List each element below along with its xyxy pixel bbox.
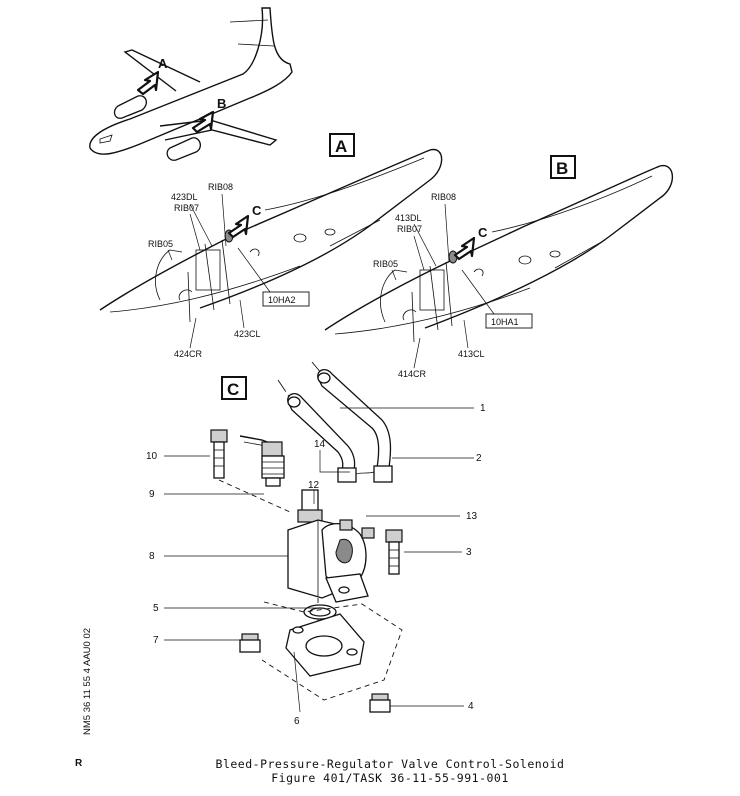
item-8-label: 8 xyxy=(149,551,155,562)
view-c-box: C xyxy=(221,376,247,400)
aircraft-arrow-a: A xyxy=(136,56,168,96)
figure-title: Bleed-Pressure-Regulator Valve Control-S… xyxy=(215,757,565,771)
nut-item-7 xyxy=(239,633,261,653)
view-a-arrow-c: C xyxy=(227,203,262,239)
item-12-label: 12 xyxy=(308,480,320,491)
svg-text:RIB08: RIB08 xyxy=(431,192,456,202)
svg-text:RIB05: RIB05 xyxy=(148,239,173,249)
svg-text:RIB07: RIB07 xyxy=(174,203,199,213)
aircraft-arrow-b: B xyxy=(191,96,226,134)
item-numbers: 1 2 3 4 5 6 7 8 9 10 12 13 14 xyxy=(146,403,486,727)
svg-text:C: C xyxy=(478,225,488,240)
item-1-label: 1 xyxy=(480,403,486,414)
side-reference-code: NM5 36 11 55 4 AAU0 02 xyxy=(82,627,93,735)
pipe-assembly xyxy=(277,361,393,483)
view-b-labels: RIB08 413DL RIB07 RIB05 414CR 413CL 10HA… xyxy=(373,192,533,379)
view-b-wing xyxy=(324,165,674,343)
bolt-item-10 xyxy=(210,429,291,513)
solenoid-valve xyxy=(287,489,375,603)
svg-text:423CL: 423CL xyxy=(234,329,261,339)
item-5-label: 5 xyxy=(153,603,159,614)
aircraft-drawing xyxy=(89,7,293,161)
svg-text:413CL: 413CL xyxy=(458,349,485,359)
figure-number: Figure 401/TASK 36-11-55-991-001 xyxy=(271,771,509,785)
item-10-label: 10 xyxy=(146,451,158,462)
svg-text:RIB08: RIB08 xyxy=(208,182,233,192)
svg-text:423DL: 423DL xyxy=(171,192,198,202)
svg-text:C: C xyxy=(252,203,262,218)
item-14-label: 14 xyxy=(314,439,326,450)
view-b-arrow-c: C xyxy=(453,225,488,261)
svg-text:C: C xyxy=(227,380,239,399)
svg-text:B: B xyxy=(217,96,226,111)
svg-text:A: A xyxy=(335,137,347,156)
svg-text:RIB07: RIB07 xyxy=(397,224,422,234)
item-2-label: 2 xyxy=(476,453,482,464)
view-b-box: B xyxy=(550,155,576,179)
item-7-label: 7 xyxy=(153,635,159,646)
mounting-flange xyxy=(261,601,403,701)
item-leaders xyxy=(164,407,474,713)
svg-text:10HA1: 10HA1 xyxy=(491,317,519,327)
item-4-label: 4 xyxy=(468,701,474,712)
view-a-box: A xyxy=(329,133,355,157)
view-a-labels: RIB08 423DL RIB07 RIB05 424CR 423CL 10HA… xyxy=(148,182,310,359)
svg-text:10HA2: 10HA2 xyxy=(268,295,296,305)
item-9-label: 9 xyxy=(149,489,155,500)
electrical-connector xyxy=(239,435,285,487)
svg-text:413DL: 413DL xyxy=(395,213,422,223)
svg-text:B: B xyxy=(556,159,568,178)
svg-text:414CR: 414CR xyxy=(398,369,427,379)
item-13-label: 13 xyxy=(466,511,478,522)
view-a-wing xyxy=(99,148,443,323)
svg-text:RIB05: RIB05 xyxy=(373,259,398,269)
revision-mark: R xyxy=(75,758,83,769)
svg-text:A: A xyxy=(158,56,168,71)
item-3-label: 3 xyxy=(466,547,472,558)
nut-item-4 xyxy=(369,693,391,713)
item-6-label: 6 xyxy=(294,716,300,727)
svg-text:424CR: 424CR xyxy=(174,349,203,359)
bolt-item-3 xyxy=(385,529,403,575)
